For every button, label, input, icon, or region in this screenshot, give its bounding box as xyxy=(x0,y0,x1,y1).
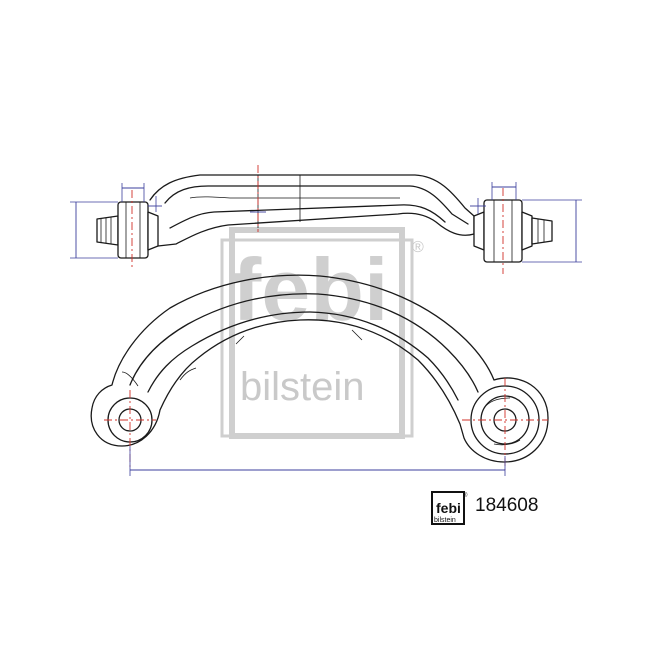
left-threaded-stud xyxy=(96,215,119,246)
side-view-dimensions xyxy=(70,182,582,263)
side-view xyxy=(96,165,553,274)
brand-badge: febi bilstein ® xyxy=(431,491,468,525)
arm-body-inner-lower xyxy=(169,204,446,229)
top-view-dimensions xyxy=(129,446,506,476)
top-view xyxy=(90,274,549,470)
left-bushing-housing xyxy=(117,201,149,259)
arm-body-inner-upper xyxy=(164,185,469,225)
arm-plan-inner-rib-inner xyxy=(147,311,459,401)
watermark-logo: febi bilstein ® xyxy=(220,227,424,439)
watermark-logo-text: febi xyxy=(232,240,388,339)
badge-registered-mark: ® xyxy=(463,492,468,499)
right-threaded-stud xyxy=(531,217,553,245)
left-bushing-eye-outer xyxy=(107,397,153,443)
watermark-registered-mark: ® xyxy=(412,239,424,256)
part-number: 184608 xyxy=(475,495,539,516)
badge-logo-text: febi xyxy=(436,500,461,516)
watermark-brand-text: bilstein xyxy=(240,365,365,409)
arm-body-outline xyxy=(149,174,475,247)
badge-brand-text: bilstein xyxy=(434,517,456,524)
arm-plan-outline xyxy=(90,274,549,463)
arm-plan-inner-rib-outer xyxy=(129,293,479,393)
